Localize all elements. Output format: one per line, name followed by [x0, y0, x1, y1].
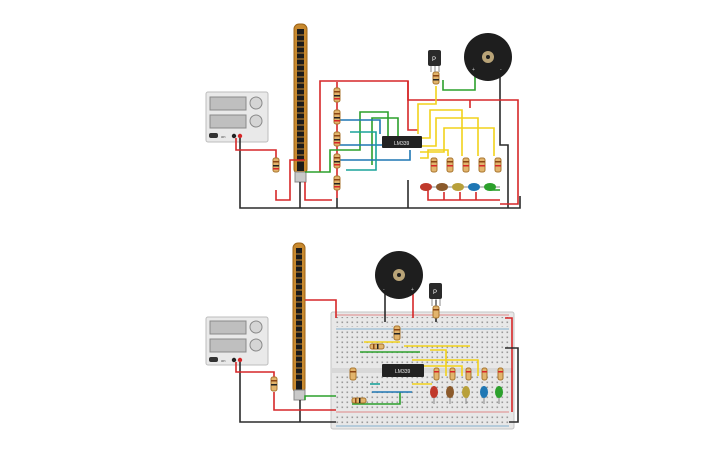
top-circuit: on: [205, 23, 521, 209]
leds-bottom: [430, 386, 503, 404]
resistor[interactable]: [494, 157, 502, 173]
wires-bottom: [235, 290, 519, 423]
led-red[interactable]: [430, 386, 438, 404]
resistor[interactable]: [333, 131, 341, 147]
buzzer-minus-label: -: [500, 67, 502, 73]
led-green[interactable]: [484, 183, 500, 191]
flex-sensor-bottom[interactable]: [292, 242, 306, 401]
resistor[interactable]: [333, 109, 341, 125]
buzzer-plus-label: +: [411, 287, 414, 293]
led-blue[interactable]: [480, 386, 488, 404]
led-blue[interactable]: [468, 183, 484, 191]
resistor[interactable]: [430, 157, 438, 173]
leds-top: [420, 183, 500, 191]
resistor[interactable]: [272, 157, 280, 173]
buzzer-minus-label: -: [383, 287, 385, 293]
resistor[interactable]: [351, 397, 367, 404]
resistor[interactable]: [432, 71, 440, 85]
transistor-label: P: [432, 57, 436, 63]
resistors-top: [272, 71, 502, 191]
resistors-bottom: [270, 305, 504, 404]
resistor[interactable]: [333, 87, 341, 103]
resistor[interactable]: [446, 157, 454, 173]
led-yellow[interactable]: [452, 183, 468, 191]
bottom-circuit: on: [205, 242, 519, 430]
led-brown[interactable]: [436, 183, 452, 191]
flex-sensor-top[interactable]: [293, 23, 308, 183]
buzzer-bottom[interactable]: - +: [375, 251, 423, 299]
psu-on-label: on: [221, 134, 225, 139]
resistor[interactable]: [369, 343, 385, 350]
resistor[interactable]: [497, 367, 504, 381]
resistor[interactable]: [481, 367, 488, 381]
led-yellow[interactable]: [462, 386, 470, 404]
led-brown[interactable]: [446, 386, 454, 404]
power-supply-bottom[interactable]: on: [205, 316, 269, 366]
resistor[interactable]: [433, 367, 440, 381]
buzzer-plus-label: +: [472, 67, 475, 73]
resistor[interactable]: [270, 376, 278, 392]
ic-label: LM339: [394, 141, 410, 147]
resistor[interactable]: [333, 153, 341, 169]
resistor[interactable]: [432, 305, 440, 319]
led-green[interactable]: [495, 386, 503, 404]
transistor-bottom[interactable]: P: [429, 283, 442, 306]
led-red[interactable]: [420, 183, 436, 191]
transistor-top[interactable]: P: [428, 50, 441, 72]
resistor[interactable]: [465, 367, 472, 381]
psu-on-label: on: [221, 358, 225, 363]
comparator-ic-top[interactable]: LM339: [382, 136, 422, 148]
resistor[interactable]: [462, 157, 470, 173]
resistor[interactable]: [333, 175, 341, 191]
resistor[interactable]: [449, 367, 456, 381]
ic-label: LM339: [395, 369, 411, 375]
resistor[interactable]: [349, 367, 357, 381]
comparator-ic-bottom[interactable]: LM339: [382, 364, 424, 377]
power-supply-top[interactable]: on: [205, 91, 269, 143]
resistor[interactable]: [478, 157, 486, 173]
resistor[interactable]: [393, 325, 401, 341]
transistor-label: P: [433, 290, 437, 296]
buzzer-top[interactable]: + -: [464, 33, 512, 81]
